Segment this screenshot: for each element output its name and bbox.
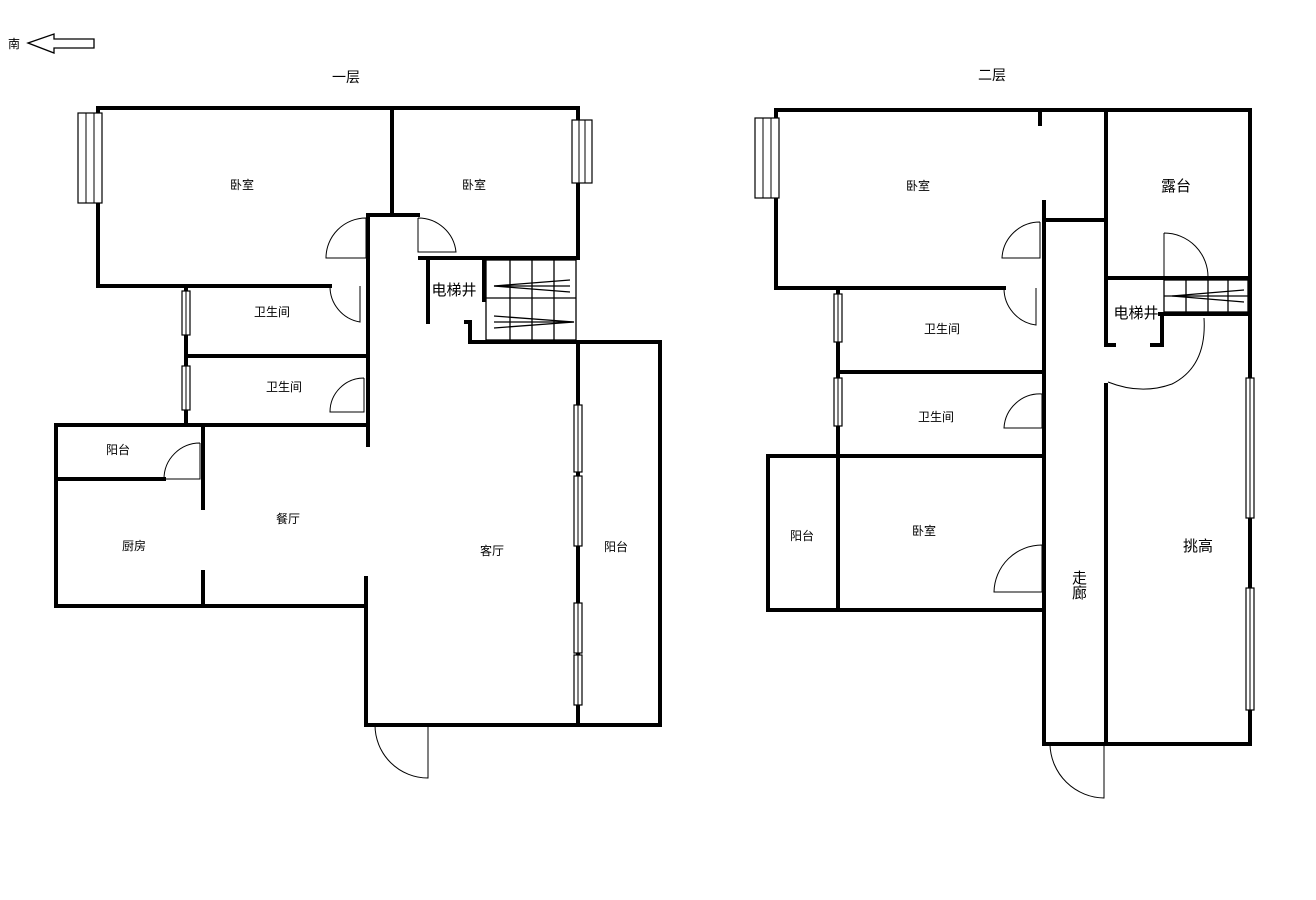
room-label: 电梯井 — [1113, 304, 1158, 322]
room-label: 挑高 — [1183, 537, 1213, 555]
room-label-corridor: 走廊 — [1070, 570, 1088, 600]
room-label: 卧室 — [906, 178, 930, 193]
floor-1-windows — [77, 112, 593, 706]
room-label: 卫生间 — [924, 322, 960, 336]
arrow-left-icon — [26, 33, 95, 54]
room-label: 卧室 — [912, 523, 936, 538]
room-label: 厨房 — [122, 538, 146, 553]
room-label: 卫生间 — [266, 380, 302, 394]
floor-2-doors — [993, 221, 1209, 799]
compass: 南 — [8, 33, 95, 54]
room-label: 卧室 — [230, 177, 254, 192]
room-label: 露台 — [1161, 177, 1191, 195]
floor-1-stairs — [485, 259, 577, 341]
floor-2-stairs — [1107, 279, 1249, 390]
floor-2-title: 二层 — [978, 68, 1006, 84]
room-label: 阳台 — [106, 442, 130, 457]
floor-2-walls — [766, 108, 1252, 746]
room-label: 卫生间 — [918, 410, 954, 424]
room-label: 电梯井 — [431, 281, 476, 299]
compass-label: 南 — [8, 36, 20, 51]
floor-1: 一层 — [54, 70, 662, 779]
room-label: 阳台 — [790, 528, 814, 543]
floor-1-title: 一层 — [332, 70, 360, 86]
room-label: 客厅 — [480, 543, 504, 558]
floor-2-windows — [754, 117, 1255, 711]
room-label: 卧室 — [462, 177, 486, 192]
floor-1-doors — [163, 217, 457, 779]
room-label: 卫生间 — [254, 305, 290, 319]
room-label: 餐厅 — [276, 511, 300, 526]
room-label: 阳台 — [604, 539, 628, 554]
floor-1-walls — [54, 106, 662, 727]
floor-2: 二层 — [754, 68, 1255, 799]
